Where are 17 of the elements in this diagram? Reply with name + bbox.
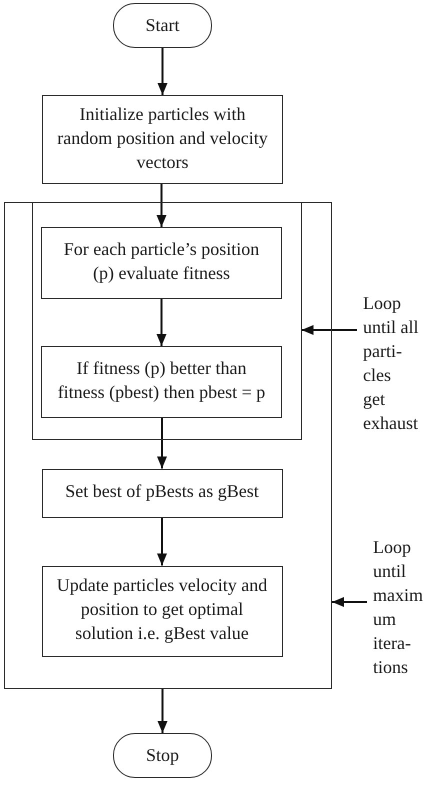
loop-frame — [32, 202, 302, 440]
arrow — [156, 299, 166, 346]
arrow — [158, 48, 168, 95]
arrow — [302, 325, 357, 335]
process-box: Initialize particles with random position and velocity vectors — [42, 95, 283, 184]
process-box: If fitness (p) better than fitness (pbest) then pbest = p — [41, 346, 282, 418]
process-box: Set best of pBests as gBest — [42, 468, 282, 518]
arrow — [157, 518, 167, 566]
arrow — [332, 597, 367, 607]
arrow — [156, 184, 166, 227]
process-box: Update particles velocity and position to get optimal solution i.e. gBest value — [42, 566, 282, 656]
arrow — [157, 418, 167, 468]
loop-note: Loop until maxim um itera- tions — [367, 535, 423, 679]
arrow — [158, 689, 168, 733]
loop-note: Loop until all parti- cles get exhaust — [357, 291, 418, 435]
loop-frame — [4, 202, 332, 689]
process-box: For each particle’s position (p) evaluate fitness — [41, 227, 282, 299]
